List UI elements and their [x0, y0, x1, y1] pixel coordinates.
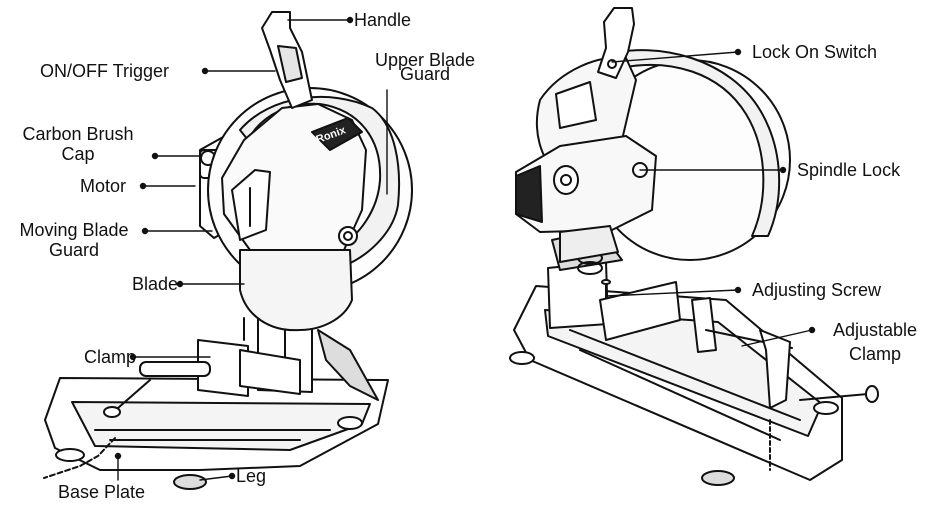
left-chain	[43, 437, 116, 479]
right-adjustable-clamp	[691, 297, 717, 353]
base-plate-label: Base Plate	[58, 482, 146, 502]
adjustable-clamp-label-line2: Clamp	[848, 344, 901, 364]
adjustable-clamp-label: Adjustable Clamp	[816, 320, 934, 364]
right-handle	[597, 7, 635, 79]
left-moving-blade-guard	[239, 249, 353, 332]
blade-label: Blade	[132, 274, 179, 294]
left-clamp-screw	[139, 361, 211, 377]
left-leg-back	[55, 448, 85, 462]
right-motor	[515, 135, 657, 233]
carbon-brush-cap-label: Carbon Brush Cap	[8, 124, 148, 164]
motor-label: Motor	[80, 176, 127, 196]
right-saw-drawing	[509, 7, 879, 486]
leader-lines	[114, 16, 816, 481]
upper-blade-guard-label-line1: Upper Blade	[374, 50, 476, 70]
right-leg-back	[509, 351, 535, 365]
left-brand-badge	[311, 117, 363, 151]
left-trigger	[277, 45, 303, 83]
carbon-brush-cap-label-line2: Cap	[61, 144, 95, 164]
moving-blade-guard-label: Moving Blade Guard	[4, 220, 144, 260]
spindle-lock-label: Spindle Lock	[797, 160, 901, 180]
lock-on-switch-label: Lock On Switch	[752, 42, 878, 62]
adjusting-screw-label: Adjusting Screw	[752, 280, 882, 300]
left-leg-front	[173, 474, 207, 490]
right-upper-guard	[603, 49, 781, 237]
upper-blade-guard-label-line2: Guard	[399, 64, 451, 84]
right-leg-front	[701, 470, 735, 486]
carbon-brush-cap-label-line1: Carbon Brush	[22, 124, 134, 144]
on-off-trigger-label: ON/OFF Trigger	[40, 61, 170, 81]
leg-label: Leg	[236, 466, 267, 486]
handle-label: Handle	[354, 10, 412, 30]
adjustable-clamp-label-line1: Adjustable	[832, 320, 918, 340]
moving-blade-guard-label-line1: Moving Blade	[19, 220, 129, 240]
moving-blade-guard-label-line2: Guard	[48, 240, 100, 260]
upper-blade-guard-label: Upper Blade Guard	[366, 50, 484, 84]
clamp-label: Clamp	[84, 347, 137, 367]
left-saw-drawing: Ronix	[43, 11, 413, 490]
